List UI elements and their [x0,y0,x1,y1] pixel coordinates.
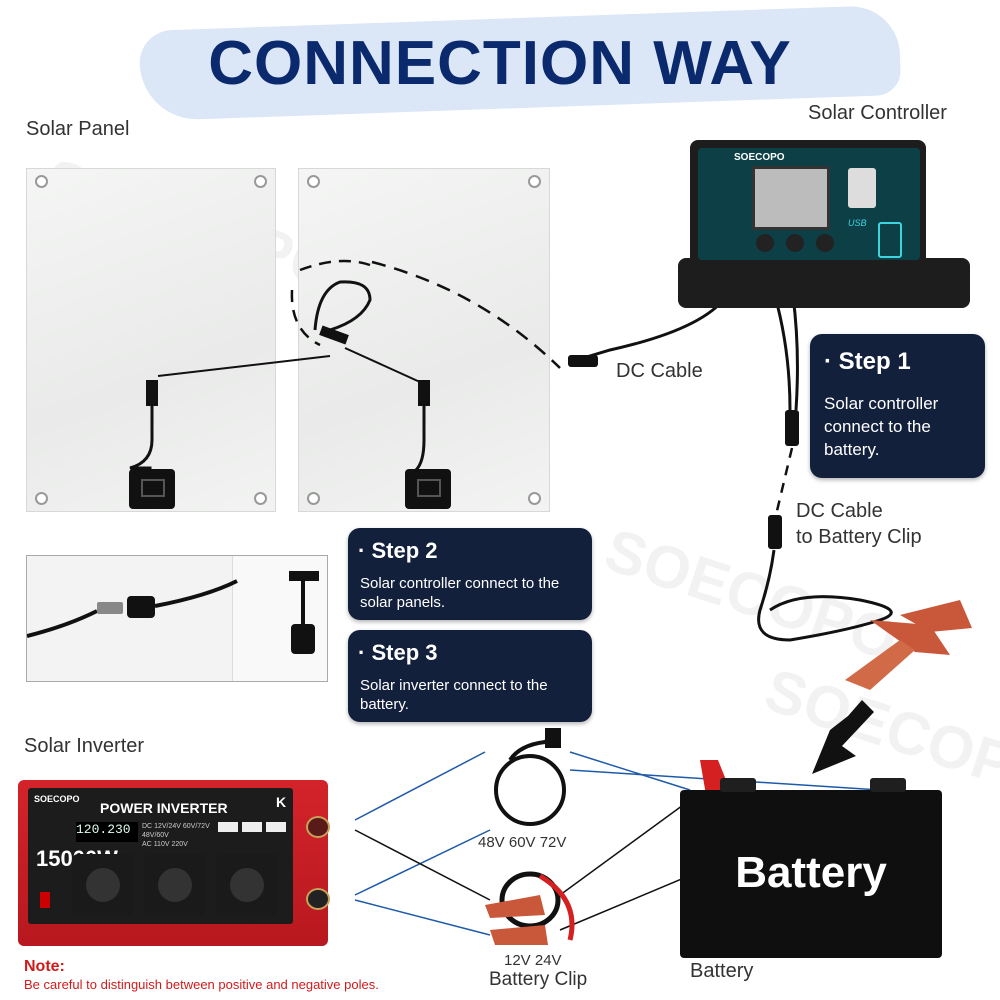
step-2-heading: Step 2 [371,538,438,563]
step-2-text: Solar controller connect to the [360,575,560,592]
solar-controller-label: Solar Controller [808,102,947,124]
voltage-low-label: 12V 24V [504,952,562,969]
solar-inverter-label: Solar Inverter [24,735,145,757]
dc-cable-battery-line: to Battery Clip [796,526,922,548]
inverter-specs: DC 12V/24V 60V/72V 48V/60V AC 110V 220V [142,822,210,849]
spec-v1: 12V/24V [154,823,181,830]
solar-inverter: SOECOPO POWER INVERTER K 120.230 15000W … [18,780,330,946]
step-1-text: connect to the [824,417,931,436]
usb-port-icon [848,168,876,208]
step-heading: · Step 3 [358,640,438,665]
solar-panel-left [26,168,276,512]
step-2-card: · Step 2 Solar controller connect to the… [348,528,592,620]
ac-socket [72,854,134,916]
junction-box [129,469,175,509]
solar-panel-label: Solar Panel [26,118,130,140]
usb-label: USB [848,218,867,228]
spec-dc: DC [142,823,153,830]
step-1-heading: Step 1 [838,348,911,375]
note-heading: Note: [24,958,65,975]
battery-label: Battery [690,960,754,982]
grommet [528,175,541,188]
spec-v3: 48V/60V [142,832,169,839]
controller-lcd [752,166,830,230]
grommet [528,492,541,505]
controller-face: SOECOPO USB [698,148,920,260]
controller-button[interactable] [786,234,804,252]
step-3-text: Solar inverter connect to the [360,677,548,694]
inverter-panel: SOECOPO POWER INVERTER K 120.230 15000W … [28,788,293,924]
junction-box [405,469,451,509]
power-switch[interactable] [40,892,50,908]
controller-button[interactable] [756,234,774,252]
battery-terminal [870,778,906,792]
terminal-negative [306,888,330,910]
usb-port-icon [218,822,238,832]
battery-terminal [720,778,756,792]
grommet [35,175,48,188]
inverter-badge: K [276,794,287,810]
battery-text: Battery [735,848,887,897]
step-3-card: · Step 3 Solar inverter connect to the b… [348,630,592,722]
step-heading: · Step 1 [824,348,911,375]
controller-button[interactable] [816,234,834,252]
page-title: CONNECTION WAY [208,29,792,98]
note-text: Be careful to distinguish between positi… [24,977,379,992]
grommet [307,492,320,505]
inverter-display: 120.230 [76,822,138,842]
inverter-brand: SOECOPO [34,794,80,804]
step-1-text: battery. [824,440,880,459]
battery-clip-label: Battery Clip [489,969,588,990]
usb-port-icon [242,822,262,832]
spec-v2: 60V/72V [182,823,210,830]
spec-v4: 110V [153,841,170,848]
spec-v5: 220V [171,841,188,848]
solar-controller: SOECOPO USB [690,140,926,268]
voltage-high-label: 48V 60V 72V [478,834,567,851]
ac-socket [216,854,278,916]
step-3-text: battery. [360,696,409,713]
inverter-name: POWER INVERTER [100,800,228,816]
grommet [254,492,267,505]
step-3-heading: Step 3 [371,640,438,665]
step-1-card: · Step 1 Solar controller connect to the… [810,334,985,478]
battery-indicator-icon [878,222,902,258]
usb-port-icon [266,822,286,832]
controller-brand: SOECOPO [734,152,785,163]
step-heading: · Step 2 [358,538,438,563]
dc-cable-label: DC Cable [616,360,703,382]
grommet [307,175,320,188]
step-1-text: Solar controller [824,394,939,413]
dc-cable-battery-line: DC Cable [796,500,883,522]
grommet [254,175,267,188]
dc-cable-battery-label: DC Cable to Battery Clip [796,498,922,550]
connector-photo [26,555,328,682]
terminal-positive [306,816,330,838]
ac-socket [144,854,206,916]
grommet [35,492,48,505]
battery: Battery [680,778,942,958]
step-2-text: solar panels. [360,594,446,611]
spec-ac: AC [142,841,152,848]
